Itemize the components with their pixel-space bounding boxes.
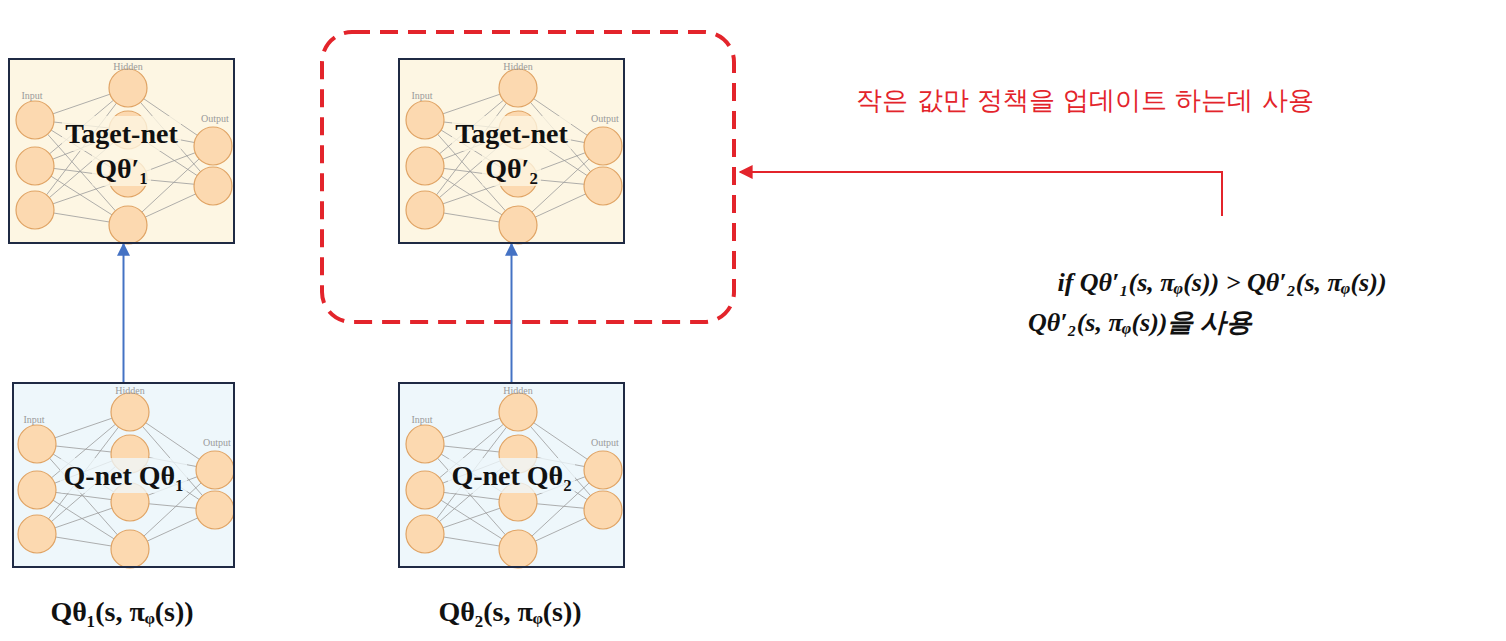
note-text: 작은 값만 정책을 업데이트 하는데 사용 bbox=[856, 83, 1313, 118]
layer-label: Hidden bbox=[115, 385, 144, 396]
layer-label: Input bbox=[411, 90, 432, 101]
target-net-box: Taget-netQθ′₁ bbox=[8, 58, 235, 244]
layer-label: Input bbox=[411, 414, 432, 425]
layer-label: Input bbox=[23, 414, 44, 425]
condition-text: Qθ′₂(s, πᵩ(s))을 사용 bbox=[1028, 305, 1252, 340]
layer-label: Output bbox=[591, 113, 619, 124]
q-value-label: Qθ₂(s, πᵩ(s)) bbox=[438, 596, 581, 628]
box-title: Taget-net bbox=[62, 116, 181, 151]
layer-label: Hidden bbox=[113, 61, 142, 72]
box-symbol: Qθ′₁ bbox=[92, 151, 151, 186]
q-net-box: Q-net Qθ₂ bbox=[398, 382, 625, 568]
box-title: Taget-net bbox=[452, 116, 571, 151]
layer-label: Hidden bbox=[503, 61, 532, 72]
q-value-label: Qθ₁(s, πᵩ(s)) bbox=[50, 596, 193, 628]
layer-label: Input bbox=[21, 90, 42, 101]
layer-label: Output bbox=[203, 437, 231, 448]
box-title: Q-net Qθ₂ bbox=[448, 458, 574, 493]
layer-label: Output bbox=[201, 113, 229, 124]
layer-label: Hidden bbox=[503, 385, 532, 396]
update-arrow bbox=[511, 244, 513, 382]
update-arrow bbox=[123, 244, 125, 382]
layer-label: Output bbox=[591, 437, 619, 448]
q-net-box: Q-net Qθ₁ bbox=[12, 382, 235, 568]
box-symbol: Qθ′₂ bbox=[482, 151, 541, 186]
target-net-box: Taget-netQθ′₂ bbox=[398, 58, 625, 244]
box-title: Q-net Qθ₁ bbox=[60, 458, 186, 493]
condition-text: if Qθ′₁(s, πᵩ(s)) > Qθ′₂(s, πᵩ(s)) bbox=[1057, 268, 1386, 298]
